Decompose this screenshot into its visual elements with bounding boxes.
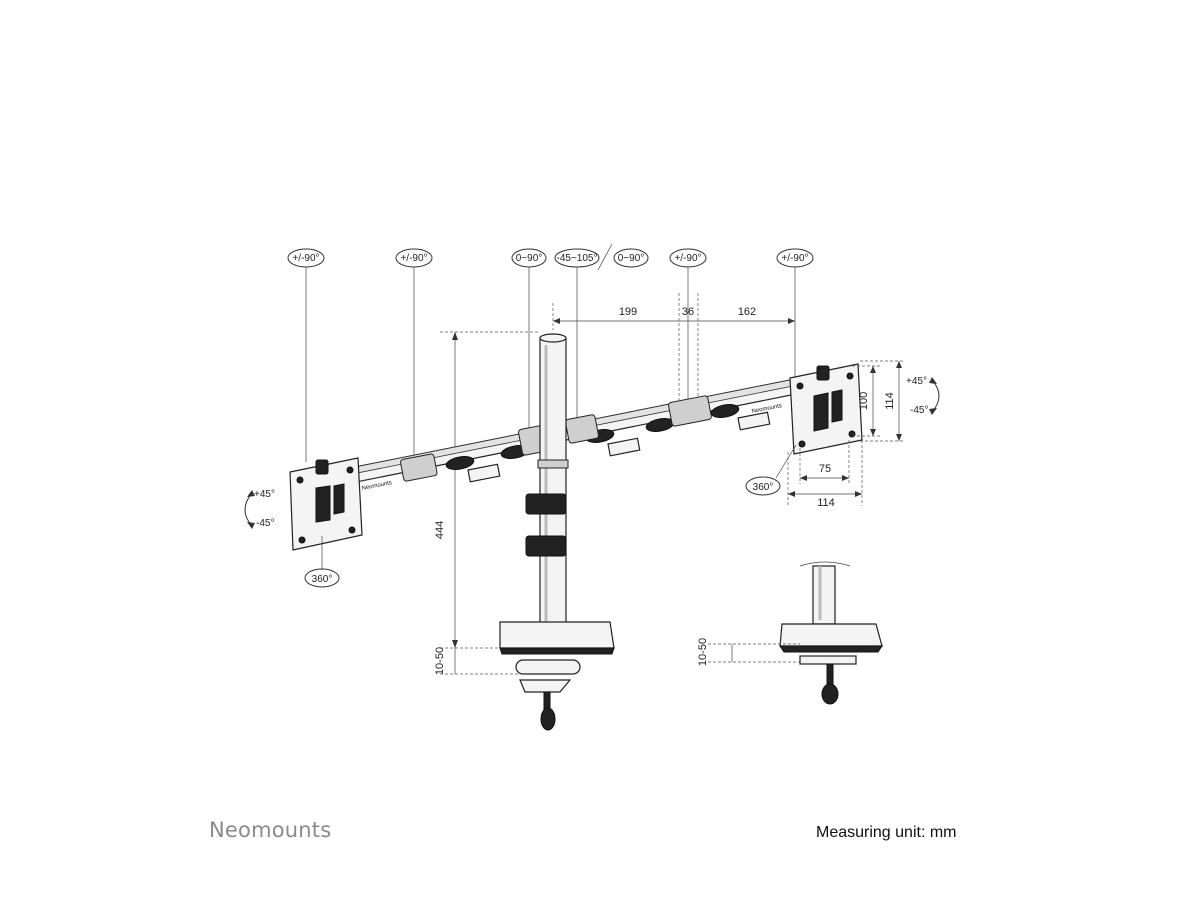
svg-text:75: 75 — [819, 463, 831, 475]
svg-text:360°: 360° — [312, 574, 333, 585]
svg-text:-45~105°: -45~105° — [557, 253, 598, 264]
desk-clamp — [499, 621, 615, 731]
rotation-label-pole-tilt: 0~90° — [511, 248, 547, 430]
svg-text:Neomounts: Neomounts — [751, 403, 782, 415]
rotation-label-left-vesa: +/-90° — [287, 248, 325, 462]
arm-span-dimensions: 199 36 162 — [552, 293, 795, 400]
svg-text:444: 444 — [434, 521, 446, 539]
svg-text:10-50: 10-50 — [697, 638, 709, 666]
svg-text:+45°: +45° — [254, 489, 275, 500]
svg-text:10-50: 10-50 — [434, 647, 446, 675]
top-rotation-labels: +/-90° +/-90° 0~90° -45~105° 0~90° +/-90… — [287, 243, 814, 462]
svg-text:199: 199 — [619, 306, 637, 318]
left-swivel-label: 360° — [304, 536, 340, 588]
left-vesa-plate — [289, 457, 363, 551]
svg-text:-45°: -45° — [910, 405, 928, 416]
pole-height-dimension: 444 10-50 — [434, 331, 540, 675]
mount-pole — [525, 333, 569, 639]
right-tilt-indicator: +45° -45° — [906, 376, 940, 416]
svg-text:0~90°: 0~90° — [618, 253, 645, 264]
svg-text:36: 36 — [682, 306, 694, 318]
rotation-label-pole-swing: -45~105° — [554, 243, 613, 430]
rotation-label-right-tilt: 0~90° — [613, 248, 649, 268]
svg-text:+/-90°: +/-90° — [292, 253, 319, 264]
svg-text:114: 114 — [884, 392, 896, 410]
rotation-label-left-elbow: +/-90° — [395, 248, 433, 455]
svg-text:+45°: +45° — [906, 376, 927, 387]
vesa-dimensions: 100 114 75 114 — [787, 360, 905, 509]
clamp-detail-view: 10-50 — [697, 561, 883, 705]
svg-text:Neomounts: Neomounts — [361, 480, 392, 492]
right-vesa-plate — [789, 363, 863, 455]
rotation-label-right-elbow: +/-90° — [669, 248, 707, 405]
footer-brand-logo: Neomounts — [209, 818, 332, 842]
rotation-label-right-vesa: +/-90° — [776, 248, 814, 385]
svg-text:+/-90°: +/-90° — [781, 253, 808, 264]
svg-text:162: 162 — [738, 306, 756, 318]
left-tilt-indicator: +45° -45° — [244, 489, 275, 529]
measuring-unit-note: Measuring unit: mm — [816, 824, 957, 841]
svg-text:+/-90°: +/-90° — [674, 253, 701, 264]
svg-text:360°: 360° — [753, 482, 774, 493]
right-swivel-label: 360° — [745, 444, 797, 496]
svg-text:100: 100 — [858, 392, 870, 410]
svg-text:-45°: -45° — [256, 518, 274, 529]
svg-text:0~90°: 0~90° — [516, 253, 543, 264]
svg-text:114: 114 — [817, 497, 835, 509]
svg-text:+/-90°: +/-90° — [400, 253, 427, 264]
